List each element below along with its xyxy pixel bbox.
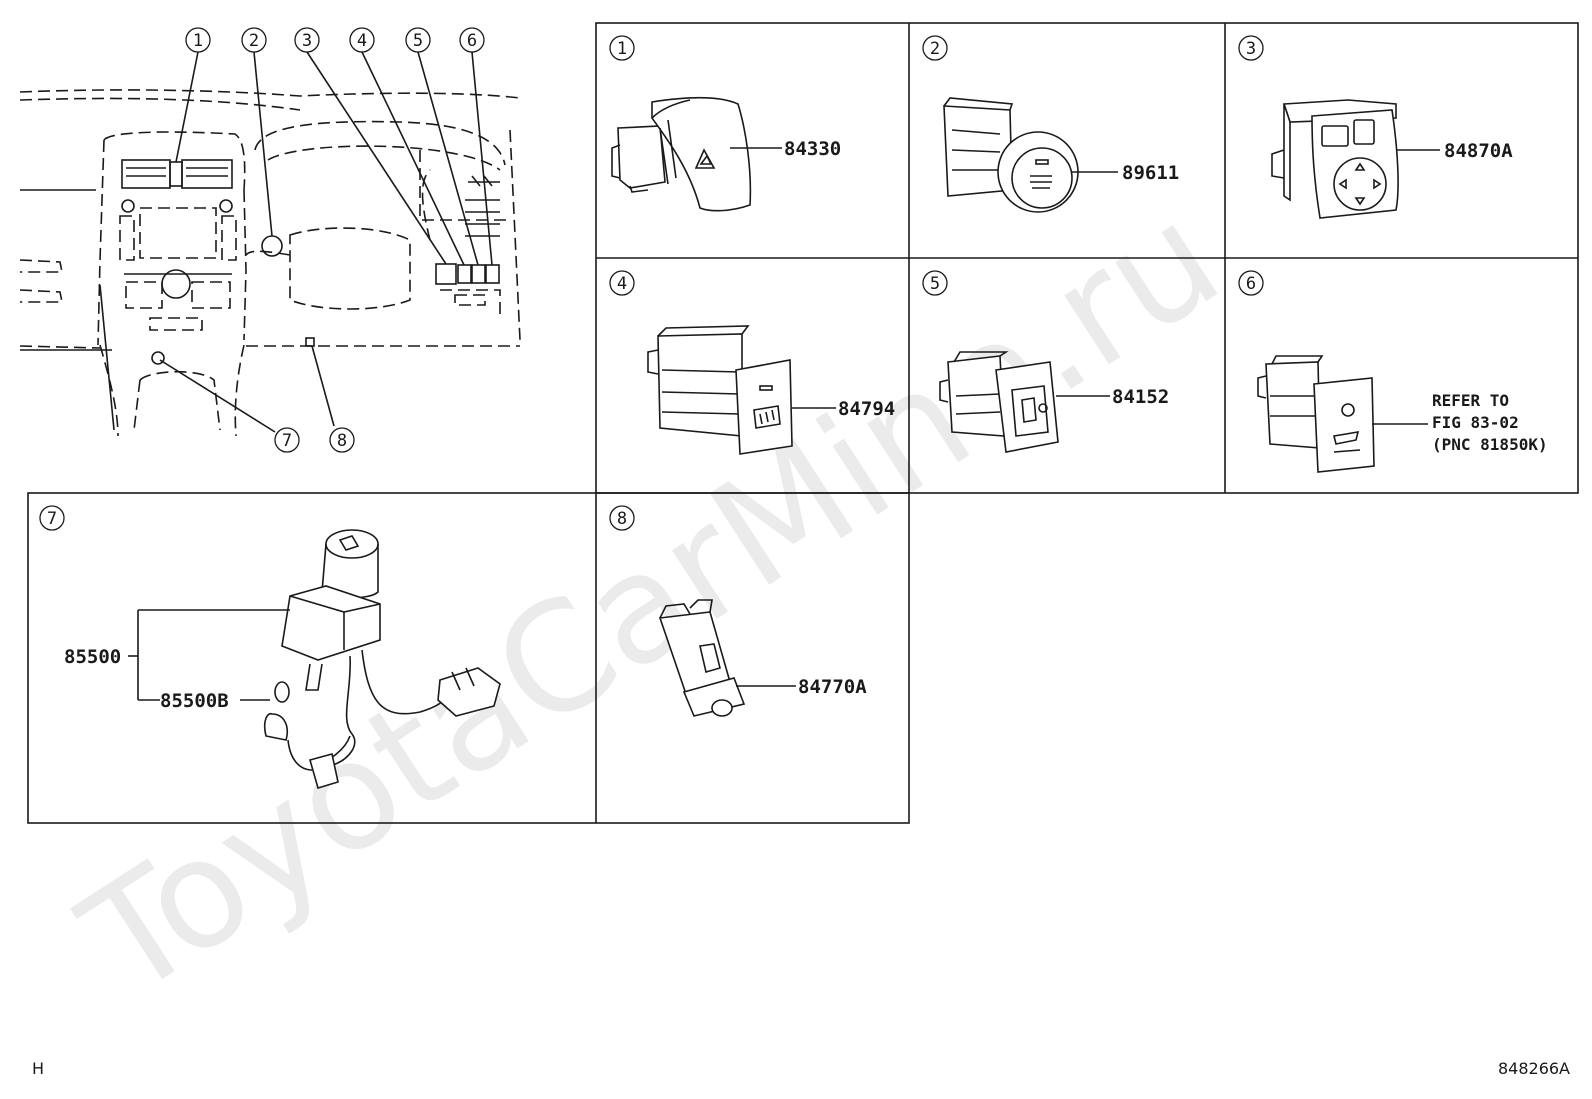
- panel-3-badge: 3: [1238, 35, 1264, 61]
- dashboard-overview: 1 2 3 4 5 6 7 8: [19, 27, 521, 453]
- panel-4-defogger-switch: 4 84794: [609, 270, 895, 455]
- svg-text:4: 4: [617, 274, 627, 294]
- panel-6-badge: 6: [1238, 270, 1264, 296]
- footer-left-code: H: [32, 1059, 44, 1078]
- svg-text:1: 1: [193, 31, 203, 51]
- part-number-84152: 84152: [1112, 386, 1169, 408]
- panel-5-leveling-switch: 5 84152: [922, 270, 1169, 453]
- overview-callout-4: 4: [349, 27, 375, 53]
- overview-callout-6: 6: [459, 27, 485, 53]
- footer-figure-code: 848266A: [1498, 1059, 1570, 1078]
- overview-callout-2: 2: [241, 27, 267, 53]
- svg-text:6: 6: [467, 31, 477, 51]
- part-number-89611: 89611: [1122, 162, 1179, 184]
- panel-7-lighter-socket: 7 85500 85500B: [39, 505, 501, 789]
- panel-6-security-switch: 6 REFER TO FIG 83-02 (PNC 81850K): [1238, 270, 1548, 473]
- panel-4-badge: 4: [609, 270, 635, 296]
- panel-1-badge: 1: [609, 35, 635, 61]
- svg-text:6: 6: [1246, 274, 1256, 294]
- panel-1-hazard-switch: 1 84330: [609, 35, 841, 212]
- svg-text:8: 8: [617, 509, 627, 529]
- refer-line-2: FIG 83-02: [1432, 413, 1519, 432]
- panel-5-badge: 5: [922, 270, 948, 296]
- refer-line-1: REFER TO: [1432, 391, 1509, 410]
- overview-callout-3: 3: [294, 27, 320, 53]
- overview-callout-7: 7: [274, 427, 300, 453]
- panel-8-small-switch: 8 84770A: [609, 505, 867, 717]
- svg-text:4: 4: [357, 31, 367, 51]
- svg-text:3: 3: [302, 31, 312, 51]
- part-number-85500: 85500: [64, 646, 121, 668]
- overview-callout-1: 1: [185, 27, 211, 53]
- part-number-84770A: 84770A: [798, 676, 867, 698]
- overview-callout-5: 5: [405, 27, 431, 53]
- svg-text:2: 2: [249, 31, 259, 51]
- part-number-84870A: 84870A: [1444, 140, 1513, 162]
- panel-2-badge: 2: [922, 35, 948, 61]
- svg-text:5: 5: [413, 31, 423, 51]
- svg-text:3: 3: [1246, 39, 1256, 59]
- watermark: ToyotaCarMine.ru: [54, 171, 1249, 1031]
- svg-text:2: 2: [930, 39, 940, 59]
- svg-text:5: 5: [930, 274, 940, 294]
- part-number-85500B: 85500B: [160, 690, 229, 712]
- panel-8-badge: 8: [609, 505, 635, 531]
- panel-2-start-switch: 2 89611: [922, 35, 1179, 213]
- svg-text:7: 7: [282, 431, 292, 451]
- part-number-84330: 84330: [784, 138, 841, 160]
- panel-3-mirror-switch: 3 84870A: [1238, 35, 1513, 219]
- refer-line-3: (PNC 81850K): [1432, 435, 1548, 454]
- svg-text:7: 7: [47, 509, 57, 529]
- overview-callout-8: 8: [329, 427, 355, 453]
- panel-grid: [27, 22, 1579, 824]
- panel-7-badge: 7: [39, 505, 65, 531]
- part-number-84794: 84794: [838, 398, 895, 420]
- svg-text:8: 8: [337, 431, 347, 451]
- svg-text:1: 1: [617, 39, 627, 59]
